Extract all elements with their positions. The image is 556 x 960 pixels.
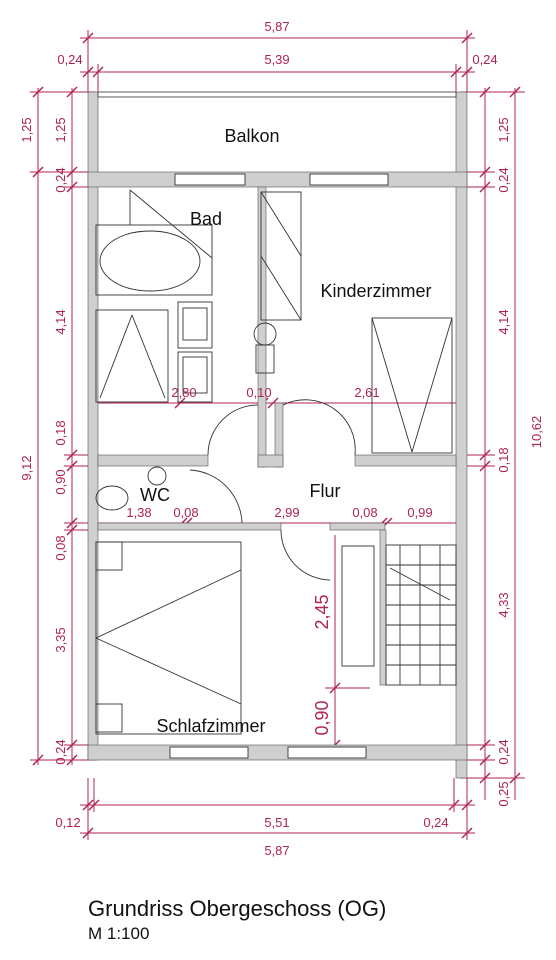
dim-low-stair: 0,99 xyxy=(407,505,432,520)
room-schlafzimmer: Schlafzimmer xyxy=(156,716,265,736)
dim-left-upper-rooms: 4,14 xyxy=(53,309,68,334)
dim-bottom-inner: 5,51 xyxy=(264,815,289,830)
room-flur: Flur xyxy=(310,481,341,501)
dim-bottom-total: 5,87 xyxy=(264,843,289,858)
dim-top-total: 5,87 xyxy=(264,19,289,34)
dim-left-balkon-inner: 1,25 xyxy=(53,117,68,142)
dim-left-wall-3: 0,08 xyxy=(53,535,68,560)
fixtures xyxy=(95,189,457,735)
dim-right-wall-1: 0,24 xyxy=(496,167,511,192)
caption-scale: M 1:100 xyxy=(88,924,150,943)
room-wc: WC xyxy=(140,485,170,505)
windows xyxy=(169,173,389,759)
dimension-labels: 5,87 0,24 5,39 0,24 1,25 1,25 0,24 4,14 … xyxy=(19,19,544,858)
room-kinderzimmer: Kinderzimmer xyxy=(320,281,431,301)
dim-right-upper-rooms: 4,14 xyxy=(496,309,511,334)
dim-right-total: 10,62 xyxy=(529,416,544,449)
dim-left-total: 9,12 xyxy=(19,455,34,480)
dim-low-wc: 1,38 xyxy=(126,505,151,520)
dim-left-balkon-outer: 1,25 xyxy=(19,117,34,142)
dim-low-wall-b: 0,08 xyxy=(352,505,377,520)
caption: Grundriss Obergeschoss (OG) M 1:100 xyxy=(88,895,386,945)
caption-title: Grundriss Obergeschoss (OG) xyxy=(88,896,387,921)
dim-top-right-wall: 0,24 xyxy=(472,52,497,67)
room-labels: Balkon Bad Kinderzimmer WC Flur Schlafzi… xyxy=(140,126,432,736)
dim-right-wall-2: 0,18 xyxy=(496,447,511,472)
dim-bottom-right-wall: 0,24 xyxy=(423,815,448,830)
dim-right-wall-4: 0,25 xyxy=(496,781,511,806)
dim-right-wall-3: 0,24 xyxy=(496,739,511,764)
dim-top-left-wall: 0,24 xyxy=(57,52,82,67)
dim-low-wall-a: 0,08 xyxy=(173,505,198,520)
dim-right-lower: 4,33 xyxy=(496,592,511,617)
dim-left-wall-2: 0,18 xyxy=(53,420,68,445)
walls xyxy=(87,91,468,779)
dim-mid-wall: 0,10 xyxy=(246,385,271,400)
dim-left-wall-1: 0,24 xyxy=(53,167,68,192)
dim-left-wc: 0,90 xyxy=(53,469,68,494)
dim-left-wall-4: 0,24 xyxy=(53,739,68,764)
dim-left-schlaf: 3,35 xyxy=(53,627,68,652)
dim-stair-landing: 0,90 xyxy=(312,700,332,735)
dim-stair-depth: 2,45 xyxy=(312,594,332,629)
dim-right-balkon: 1,25 xyxy=(496,117,511,142)
dim-mid-bad: 2,80 xyxy=(171,385,196,400)
room-bad: Bad xyxy=(190,209,222,229)
dimension-lines xyxy=(30,30,525,840)
room-balkon: Balkon xyxy=(224,126,279,146)
dim-bottom-left-wall: 0,12 xyxy=(55,815,80,830)
dim-top-inner: 5,39 xyxy=(264,52,289,67)
dim-mid-kinder: 2,61 xyxy=(354,385,379,400)
floor-plan: Balkon Bad Kinderzimmer WC Flur Schlafzi… xyxy=(19,19,544,858)
dim-low-flur: 2,99 xyxy=(274,505,299,520)
